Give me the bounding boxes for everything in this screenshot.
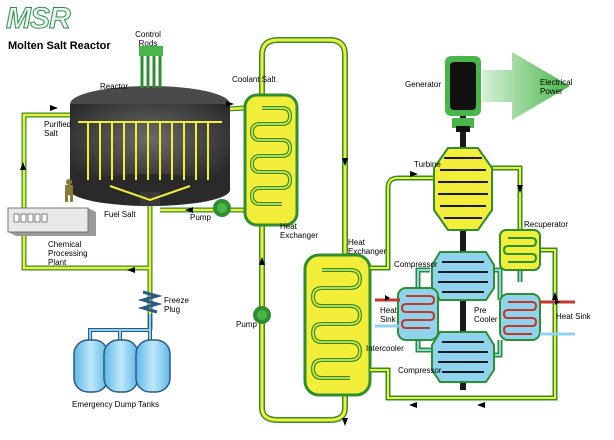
heat-sink-left-label: Heat Sink (380, 306, 397, 324)
reactor-vessel (70, 86, 230, 206)
diagram-title: Molten Salt Reactor (8, 40, 111, 52)
gas-loop-inner (370, 167, 556, 399)
pre-cooler-label: Pre Cooler (474, 306, 498, 324)
reactor-label: Reactor (100, 82, 129, 91)
heat-sink-pipes-left (375, 298, 400, 328)
primary-heat-exchanger (243, 93, 299, 227)
freeze-plug-label: Freeze Plug (164, 296, 189, 314)
secondary-heat-exchanger-label: Heat Exchanger (348, 238, 387, 256)
person-figure (65, 179, 73, 202)
chemical-plant-label: Chemical Processing Plant (48, 240, 88, 267)
electrical-power-arrow (482, 52, 570, 120)
flow-arrows (20, 101, 560, 426)
control-rods-label: Control Rods (135, 30, 161, 48)
emergency-tanks-label: Emergency Dump Tanks (72, 400, 159, 409)
msr-logo: MSR (6, 2, 72, 36)
primary-pump (213, 199, 231, 217)
primary-pump-label: Pump (190, 213, 211, 222)
fuel-salt-label: Fuel Salt (104, 210, 136, 219)
intercooler-label: Intercooler (366, 344, 404, 353)
generator-label: Generator (405, 80, 442, 89)
recuperator-label: Recuperator (524, 220, 569, 229)
pre-cooler (499, 293, 541, 341)
compressor-top (431, 251, 495, 301)
compressor-bottom-label: Compressor (398, 366, 442, 375)
generator (445, 56, 481, 132)
heat-sink-right-label: Heat Sink (556, 312, 591, 321)
compressor-bottom (431, 331, 495, 383)
purified-salt-label: Purified Salt (44, 120, 72, 138)
compressor-top-label: Compressor (394, 260, 438, 269)
coolant-salt-label: Coolant Salt (232, 75, 276, 84)
coolant-loop-inner (260, 38, 347, 422)
electrical-power-label: Electrical Power (540, 78, 573, 96)
recuperator (499, 229, 541, 271)
secondary-heat-exchanger (303, 253, 372, 397)
turbine-shaft (460, 110, 466, 390)
turbine-label: Turbine (414, 160, 441, 169)
turbine (433, 147, 493, 231)
intercooler (397, 287, 439, 341)
primary-heat-exchanger-label: Heat Exchanger (280, 222, 319, 240)
control-rods (140, 55, 162, 88)
secondary-pump-label: Pump (236, 320, 257, 329)
chemical-processing-plant (7, 207, 96, 236)
secondary-pump (253, 306, 271, 324)
emergency-dump-tanks (73, 339, 171, 393)
freeze-plug (137, 290, 163, 314)
